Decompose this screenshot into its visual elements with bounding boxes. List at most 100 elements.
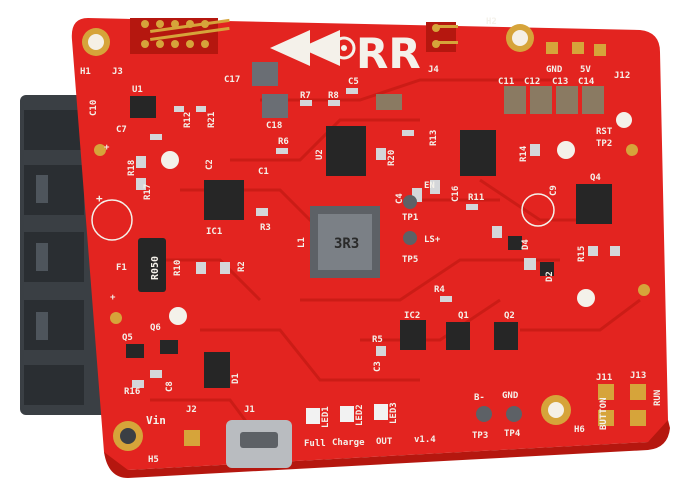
label-r20: R20: [387, 150, 397, 166]
label-tp5: TP5: [402, 255, 418, 265]
capacitor-c18: [262, 94, 288, 118]
label-h6: H6: [574, 425, 585, 435]
label-r8: R8: [328, 91, 339, 101]
label-q2: Q2: [504, 311, 515, 321]
label-button: BUTTON: [599, 397, 609, 430]
label-ls: LS+: [424, 235, 441, 245]
label-c7: C7: [116, 125, 127, 135]
label-q1: Q1: [458, 311, 469, 321]
mounting-hole-h5: [113, 421, 143, 451]
shunt-resistor: [138, 238, 166, 292]
label-u1: U1: [132, 85, 143, 95]
usb-connector-j1: [226, 420, 292, 468]
led-2: [340, 406, 354, 422]
label-d1: D1: [231, 373, 241, 384]
label-r14: R14: [519, 145, 529, 162]
test-point-tp5: [403, 231, 417, 245]
through-holes: [94, 141, 650, 325]
label-c11: C11: [498, 77, 514, 87]
label-d4: D4: [521, 239, 531, 250]
label-r6: R6: [278, 137, 289, 147]
label-gnd-top: GND: [546, 65, 563, 75]
label-c12: C12: [524, 77, 540, 87]
label-led3: LED3: [389, 402, 399, 424]
label-q6: Q6: [150, 323, 161, 333]
chip-q4: [576, 184, 612, 224]
header-j3: [130, 18, 230, 54]
label-led1: LED1: [321, 406, 331, 428]
chip-u1: [130, 96, 156, 118]
chip-u2: [326, 126, 366, 176]
label-r5: R5: [372, 335, 383, 345]
label-j2: J2: [186, 405, 197, 415]
label-r15: R15: [577, 246, 587, 262]
label-rst: RST: [596, 127, 613, 137]
label-c2: C2: [205, 159, 215, 170]
header-j4: [426, 22, 458, 52]
mounting-hole-h6: [541, 395, 571, 425]
label-l1: L1: [297, 237, 307, 248]
label-c1: C1: [258, 167, 269, 177]
label-j3: J3: [112, 67, 123, 77]
label-r17: R17: [143, 184, 153, 200]
battery-outline: [91, 199, 133, 241]
label-h2: H2: [486, 17, 497, 27]
label-c4: C4: [395, 193, 405, 204]
label-tp2: TP2: [596, 139, 612, 149]
label-tp4: TP4: [504, 429, 521, 439]
mounting-hole-h1: [82, 28, 110, 56]
chip-q1: [446, 322, 470, 350]
pads: [184, 42, 646, 446]
label-plus-2: +: [104, 143, 110, 153]
label-h5: H5: [148, 455, 159, 465]
label-5v: 5V: [580, 65, 591, 75]
label-j4: J4: [428, 65, 439, 75]
inductor-value: 3R3: [334, 236, 359, 252]
shunt-label: R050: [150, 256, 161, 280]
passive-components: [126, 88, 620, 388]
test-point-tp1: [403, 195, 417, 209]
label-c17: C17: [224, 75, 240, 85]
label-c10: C10: [89, 100, 99, 116]
label-version: v1.4: [414, 435, 436, 445]
label-c13: C13: [552, 77, 568, 87]
inductor-l1: [310, 206, 380, 278]
chip-u3: [460, 130, 496, 176]
label-c14: C14: [578, 77, 595, 87]
label-out: OUT: [376, 437, 393, 447]
label-full: Full: [304, 439, 326, 449]
label-ic2: IC2: [404, 311, 420, 321]
led-1: [306, 408, 320, 424]
battery-outline-right: [521, 193, 555, 227]
label-c8: C8: [165, 381, 175, 392]
label-b-minus: B-: [474, 393, 485, 403]
label-tp1: TP1: [402, 213, 418, 223]
label-en: EN: [424, 181, 435, 191]
label-r11: R11: [468, 193, 484, 203]
label-ic1: IC1: [206, 227, 222, 237]
label-plus-3: +: [110, 293, 116, 303]
chip-ic1: [204, 180, 244, 220]
label-d2: D2: [545, 271, 555, 282]
label-r7: R7: [300, 91, 311, 101]
label-c3: C3: [373, 361, 383, 372]
diode-d1: [204, 352, 230, 388]
label-c18: C18: [266, 121, 282, 131]
label-vin: Vin: [146, 414, 166, 427]
test-point-tp3: [476, 406, 492, 422]
label-j1: J1: [244, 405, 255, 415]
label-c5: C5: [348, 77, 359, 87]
label-q5: Q5: [122, 333, 133, 343]
label-charge: Charge: [332, 438, 365, 448]
rr-logo: [270, 30, 356, 66]
label-j13: J13: [630, 371, 646, 381]
label-r12: R12: [183, 112, 193, 128]
label-plus-1: +: [96, 192, 103, 205]
label-j12: J12: [614, 71, 630, 81]
label-r2: R2: [237, 261, 247, 272]
capacitor-c17: [252, 62, 278, 86]
label-f1: F1: [116, 263, 127, 273]
label-r18: R18: [127, 160, 137, 176]
label-r10: R10: [173, 260, 183, 276]
label-c16: C16: [451, 186, 461, 202]
